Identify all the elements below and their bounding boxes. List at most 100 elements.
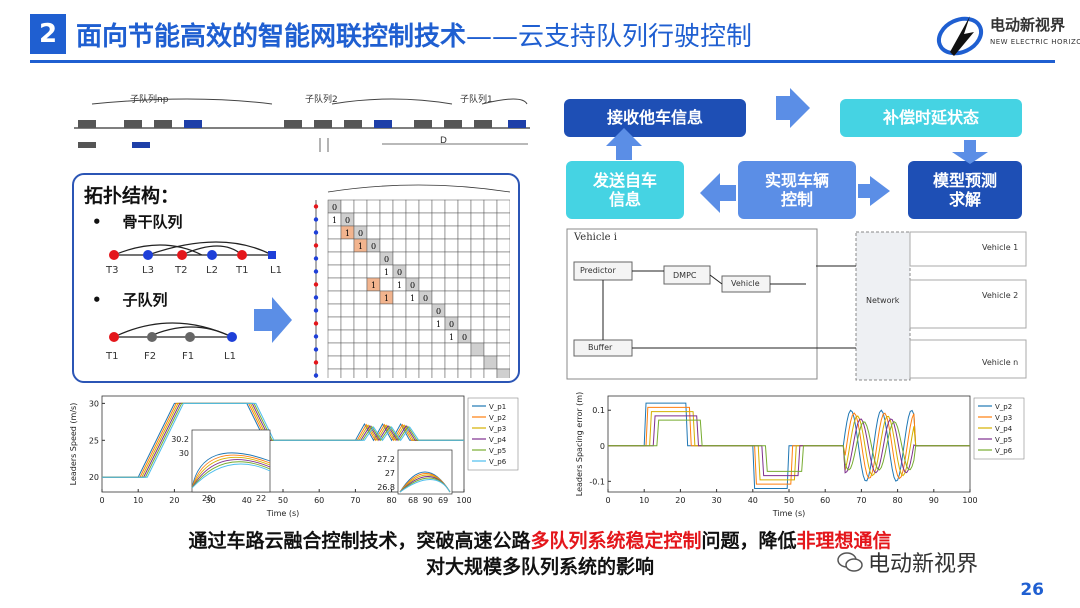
matrix-cell — [327, 342, 342, 357]
summary-1-red-b: 非理想通信 — [796, 530, 892, 552]
matrix-cell — [379, 238, 394, 253]
matrix-cell — [431, 329, 446, 344]
bullet-backbone-text: 骨干队列 — [122, 213, 183, 231]
matrix-node-dot — [313, 347, 319, 352]
matrix-cell — [405, 316, 420, 331]
matrix-cell — [405, 264, 420, 279]
matrix-cell — [470, 355, 485, 370]
title-sub: 云支持队列行驶控制 — [518, 22, 753, 52]
summary-line-2: 对大规模多队列系统的影响 — [425, 556, 654, 578]
subplatoon-label-1: 子队列1 — [460, 95, 493, 105]
matrix-cell — [457, 342, 472, 357]
series-line — [608, 402, 970, 489]
matrix-cell — [444, 212, 459, 227]
matrix-cell — [340, 264, 355, 279]
sub-node-F1: F1 — [182, 351, 195, 362]
matrix-cell — [444, 199, 459, 214]
matrix-cell — [470, 342, 485, 357]
matrix-cell — [366, 251, 381, 266]
matrix-cell — [444, 355, 459, 370]
legend-entry: V_p1 — [489, 403, 506, 411]
y-tick-label: 20 — [89, 473, 99, 482]
x-tick-label: 50 — [784, 496, 794, 505]
flow-receive-info: 接收他车信息 — [564, 99, 746, 137]
distance-label: D — [440, 136, 447, 146]
matrix-cell — [366, 329, 381, 344]
block-vehicle-i: Vehicle i — [574, 232, 617, 243]
matrix-cell — [457, 303, 472, 318]
flow-receive-text: 接收他车信息 — [606, 108, 703, 128]
matrix-cell — [366, 199, 381, 214]
flow-send-info: 发送自车 信息 — [566, 161, 684, 219]
matrix-cell — [353, 329, 368, 344]
header-divider — [30, 60, 1055, 63]
matrix-cell — [327, 225, 342, 240]
matrix-cell-value: 1 — [384, 294, 389, 303]
x-tick-label: 10 — [639, 496, 649, 505]
matrix-cell — [470, 316, 485, 331]
block-dmpc: DMPC — [673, 271, 697, 280]
matrix-cell — [483, 303, 498, 318]
matrix-cell — [340, 290, 355, 305]
matrix-cell — [392, 199, 407, 214]
matrix-cell — [483, 199, 498, 214]
matrix-cell — [392, 251, 407, 266]
matrix-cell — [431, 199, 446, 214]
matrix-cell — [418, 251, 433, 266]
legend-entry: V_p5 — [489, 447, 506, 455]
matrix-cell — [496, 277, 510, 292]
legend-entry: V_p2 — [995, 403, 1012, 411]
matrix-cell-value: 1 — [332, 216, 337, 225]
matrix-cell — [405, 251, 420, 266]
matrix-cell — [483, 225, 498, 240]
x-tick-label: 90 — [423, 496, 433, 505]
matrix-cell — [496, 303, 510, 318]
matrix-cell — [483, 290, 498, 305]
legend-entry: V_p4 — [995, 425, 1013, 433]
matrix-cell — [327, 290, 342, 305]
matrix-cell — [431, 277, 446, 292]
matrix-node-dot — [313, 308, 319, 313]
matrix-cell — [327, 251, 342, 266]
matrix-cell-value: 0 — [345, 216, 350, 225]
matrix-cell-value: 1 — [397, 281, 402, 290]
legend-box — [467, 397, 519, 471]
matrix-cell — [379, 342, 394, 357]
matrix-cell — [444, 290, 459, 305]
bullet-subplatoon: • 子队列 — [92, 291, 168, 309]
matrix-cell — [392, 303, 407, 318]
summary-1a: 通过车路云融合控制技术，突破高速公路 — [188, 530, 531, 552]
brand-name: 电动新视界 — [990, 16, 1066, 34]
legend-entry: V_p6 — [995, 447, 1013, 455]
matrix-cell — [431, 368, 446, 378]
matrix-cell — [340, 316, 355, 331]
matrix-cell — [444, 368, 459, 378]
matrix-cell — [327, 264, 342, 279]
matrix-cell — [496, 342, 510, 357]
matrix-node-dot — [313, 230, 319, 235]
series-line — [608, 411, 970, 481]
arrow-right-icon — [776, 88, 810, 128]
arrow-down-icon — [952, 140, 988, 164]
matrix-cell — [418, 264, 433, 279]
matrix-cell — [353, 290, 368, 305]
matrix-cell — [470, 303, 485, 318]
matrix-cell — [418, 225, 433, 240]
matrix-cell — [340, 329, 355, 344]
matrix-cell — [340, 238, 355, 253]
control-block-diagram — [566, 228, 1027, 381]
matrix-cell — [353, 212, 368, 227]
legend-entry: V_p5 — [995, 436, 1012, 444]
matrix-cell — [431, 290, 446, 305]
matrix-cell — [483, 264, 498, 279]
matrix-cell — [405, 238, 420, 253]
matrix-cell — [379, 277, 394, 292]
matrix-cell — [353, 199, 368, 214]
backbone-node-L1: L1 — [270, 265, 282, 276]
block-buffer: Buffer — [588, 343, 613, 352]
legend-entry: V_p3 — [489, 425, 506, 433]
matrix-cell — [340, 342, 355, 357]
matrix-cell — [457, 251, 472, 266]
matrix-cell — [483, 251, 498, 266]
